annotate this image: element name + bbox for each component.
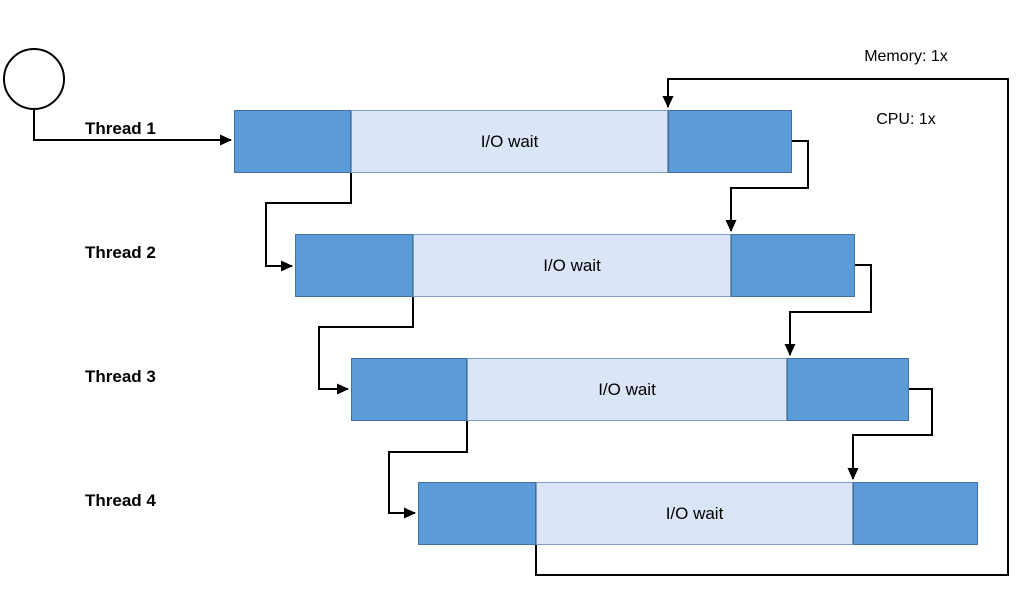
io-wait-label: I/O wait xyxy=(598,379,656,399)
thread2-cpu-segment-2 xyxy=(731,234,855,297)
resource-annotation: Memory: 1x CPU: 1x xyxy=(820,4,992,172)
io-wait-label: I/O wait xyxy=(543,255,601,275)
thread-label-4: Thread 4 xyxy=(85,491,156,510)
cpu-annotation: CPU: 1x xyxy=(876,111,936,128)
thread-label-3: Thread 3 xyxy=(85,367,156,386)
thread2-cpu-segment-1 xyxy=(295,234,413,297)
thread2-io-wait-segment: I/O wait xyxy=(413,234,731,297)
thread1-io-wait-segment: I/O wait xyxy=(351,110,668,173)
thread4-cpu-segment-2 xyxy=(853,482,978,545)
thread3-cpu-segment-2 xyxy=(787,358,909,421)
thread1-cpu-segment-2 xyxy=(668,110,792,173)
start-node-circle xyxy=(3,48,65,110)
thread-label-1: Thread 1 xyxy=(85,119,156,138)
thread3-io-wait-segment: I/O wait xyxy=(467,358,787,421)
thread4-io-wait-segment: I/O wait xyxy=(536,482,853,545)
io-wait-label: I/O wait xyxy=(665,503,724,523)
memory-annotation: Memory: 1x xyxy=(864,48,948,65)
io-wait-label: I/O wait xyxy=(480,131,539,151)
thread4-cpu-segment-1 xyxy=(418,482,536,545)
thread3-cpu-segment-1 xyxy=(351,358,467,421)
thread-label-2: Thread 2 xyxy=(85,243,156,262)
thread1-cpu-segment-1 xyxy=(234,110,351,173)
